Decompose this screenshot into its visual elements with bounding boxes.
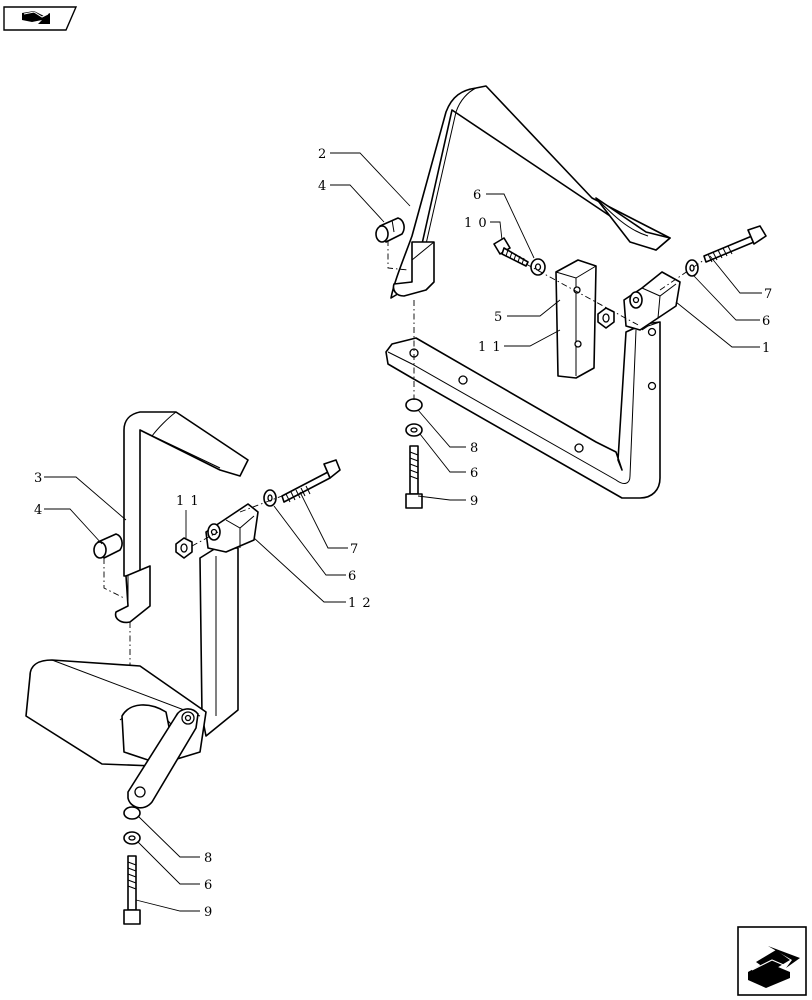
callout-9: 9 (204, 905, 213, 920)
next-arrow-icon (748, 946, 800, 988)
back-arrow-icon (22, 11, 50, 24)
callout-7: 7 (350, 542, 359, 557)
callout-2: 2 (318, 147, 327, 162)
washer-part-8-lower (123, 806, 141, 820)
callout-6: 6 (470, 466, 479, 481)
assembly-axis (525, 263, 641, 327)
bolt-part-7-lower (281, 459, 341, 503)
washer-part-8-upper (405, 398, 423, 412)
assembly-axis (239, 495, 283, 513)
strap-part-3 (114, 411, 249, 624)
plate-part-5 (555, 259, 597, 379)
assembly-axis (659, 259, 705, 291)
callout-11: 1 1 (478, 340, 502, 355)
frame-hole (647, 327, 657, 337)
callout-11: 1 1 (176, 494, 200, 509)
pin-part-4-lower (93, 533, 123, 559)
callout-6: 6 (762, 314, 771, 329)
callout-12: 1 2 (348, 596, 372, 611)
assembly-axis (191, 531, 219, 547)
callout-8: 8 (470, 441, 479, 456)
callout-3: 3 (34, 471, 43, 486)
hinge-part-12 (205, 503, 259, 553)
frame-hole (574, 443, 584, 453)
pin-part-4-upper (375, 217, 405, 243)
callout-10: 1 0 (464, 216, 488, 231)
nut-part-11-lower (175, 537, 193, 559)
callout-1: 1 (762, 341, 771, 356)
nut-part-11-upper (597, 307, 615, 329)
frame-hole (647, 381, 657, 391)
back-nav-button[interactable] (3, 6, 78, 31)
assembly-axis (387, 240, 409, 271)
bracket-base-assembly (25, 547, 239, 809)
callout-9: 9 (470, 494, 479, 509)
leader-lines (44, 152, 762, 912)
bolt-part-9-upper (405, 445, 423, 509)
assembly-axis (103, 558, 125, 599)
next-nav-button[interactable] (737, 926, 807, 996)
bolt-part-9-lower (123, 855, 141, 925)
callout-labels: 2 4 6 1 0 5 1 1 7 6 1 8 6 9 3 4 1 1 7 6 … (34, 147, 773, 920)
callout-4: 4 (34, 503, 43, 518)
callout-6: 6 (204, 878, 213, 893)
frame-hole (458, 375, 468, 385)
callout-6: 6 (348, 569, 357, 584)
bolt-part-7-upper (703, 225, 767, 263)
frame-part-1 (385, 271, 681, 499)
callout-6: 6 (473, 188, 482, 203)
callout-5: 5 (494, 310, 503, 325)
callout-4: 4 (318, 179, 327, 194)
callout-8: 8 (204, 851, 213, 866)
strap-part-2 (390, 85, 671, 299)
bolt-part-10 (493, 237, 529, 267)
callout-7: 7 (764, 287, 773, 302)
